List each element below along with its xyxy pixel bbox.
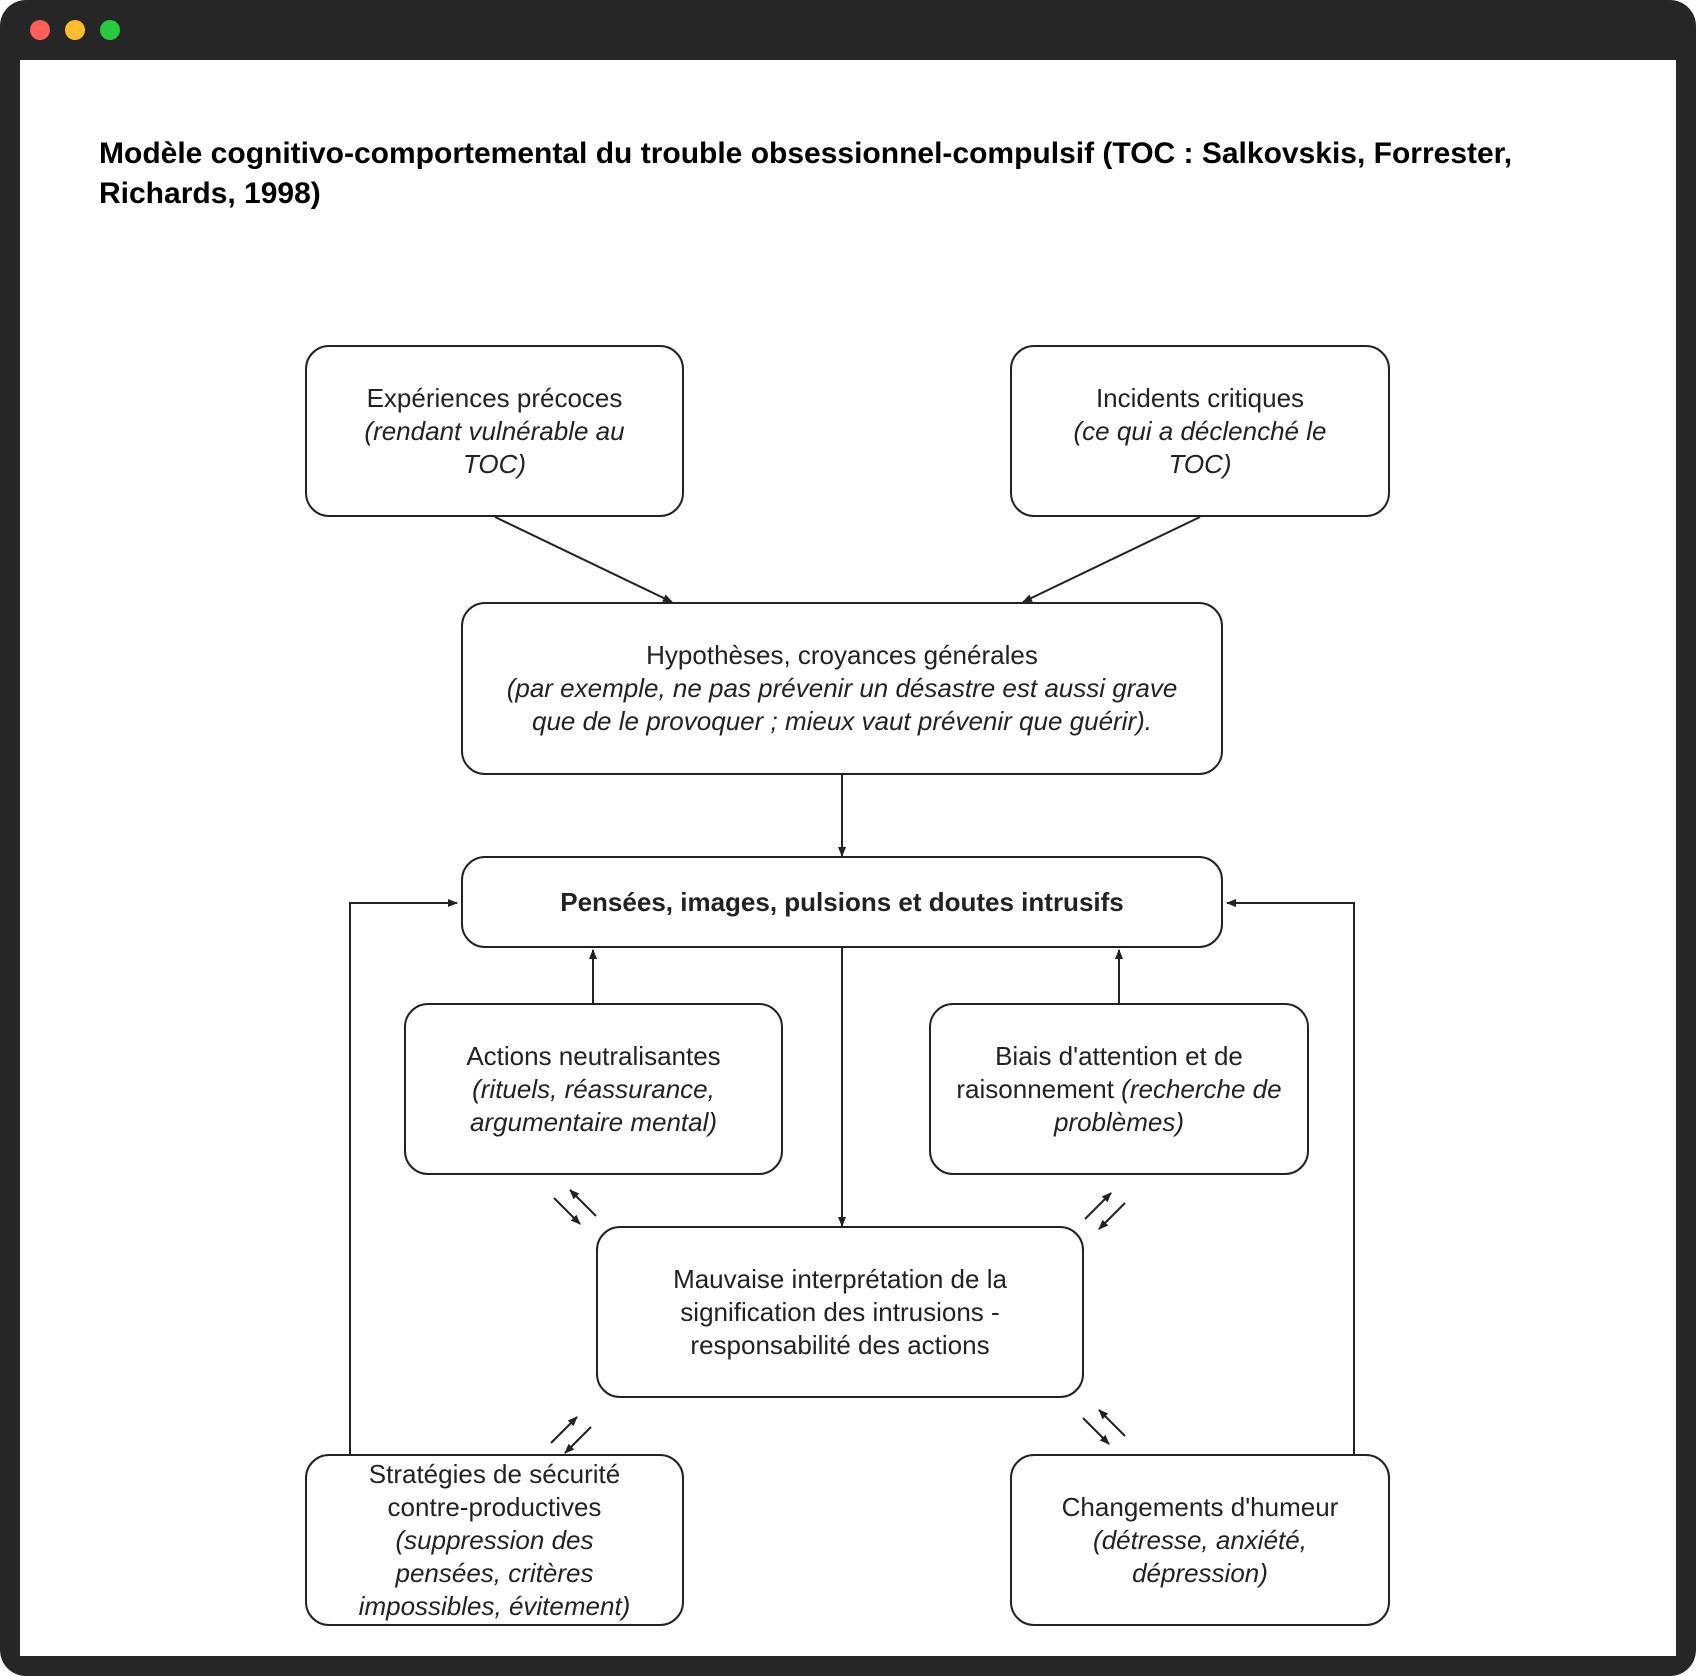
- edge-mauvaise-strategies-bidirectional: [550, 1416, 592, 1454]
- minimize-window-button[interactable]: [65, 20, 85, 40]
- node-changements-label: Changements d'humeur: [1061, 1491, 1339, 1522]
- document-content: Modèle cognitivo-comportemental du troub…: [20, 60, 1676, 1656]
- node-actions-label: Actions neutralisantes: [466, 1040, 721, 1071]
- node-actions-neutralisantes: Actions neutralisantes (rituels, réassur…: [404, 1003, 783, 1175]
- edge-strategies-to-pensees: [349, 899, 458, 1454]
- node-strategies-label: Stratégies de sécurité contre-productive…: [368, 1458, 621, 1522]
- node-experiences-detail: (rendant vulnérable au TOC): [364, 415, 625, 479]
- node-changements-humeur: Changements d'humeur (détresse, anxiété,…: [1010, 1454, 1390, 1626]
- node-strategies-securite: Stratégies de sécurité contre-productive…: [305, 1454, 684, 1626]
- node-incidents-critiques: Incidents critiques (ce qui a déclenché …: [1010, 345, 1390, 517]
- node-mauvaise-label: Mauvaise interprétation de la significat…: [673, 1263, 1007, 1360]
- node-pensees-intrusives: Pensées, images, pulsions et doutes intr…: [461, 856, 1223, 948]
- window-titlebar: [0, 0, 1696, 60]
- node-experiences-precoces: Expériences précoces (rendant vulnérable…: [305, 345, 684, 517]
- node-biais-detail: (recherche de problèmes): [1053, 1073, 1282, 1137]
- node-actions-detail: (rituels, réassurance, argumentaire ment…: [469, 1073, 718, 1137]
- node-hypotheses-detail: (par exemple, ne pas prévenir un désastr…: [506, 673, 1178, 736]
- node-biais-label: Biais d'attention et de raisonnement: [956, 1040, 1243, 1104]
- ocd-model-diagram: Expériences précoces (rendant vulnérable…: [20, 60, 1676, 1656]
- edge-mauvaise-changements-bidirectional: [1082, 1409, 1126, 1445]
- edge-incidents-to-hypotheses: [1022, 516, 1201, 603]
- node-hypotheses-label: Hypothèses, croyances générales: [646, 640, 1038, 670]
- node-biais-attention: Biais d'attention et de raisonnement (re…: [929, 1003, 1309, 1175]
- node-pensees-label: Pensées, images, pulsions et doutes intr…: [560, 886, 1124, 917]
- node-changements-detail: (détresse, anxiété, dépression): [1093, 1524, 1307, 1588]
- edge-changements-to-pensees: [1226, 899, 1355, 1454]
- node-incidents-detail: (ce qui a déclenché le TOC): [1073, 415, 1327, 479]
- close-window-button[interactable]: [30, 20, 50, 40]
- edge-actions-mauvaise-bidirectional: [553, 1189, 597, 1225]
- edge-biais-mauvaise-bidirectional: [1084, 1192, 1126, 1230]
- maximize-window-button[interactable]: [100, 20, 120, 40]
- node-mauvaise-interpretation: Mauvaise interprétation de la significat…: [596, 1226, 1084, 1398]
- diagram-title: Modèle cognitivo-comportemental du troub…: [99, 137, 1513, 210]
- diagram-edges: [349, 516, 1355, 1454]
- node-incidents-label: Incidents critiques: [1095, 382, 1305, 413]
- node-experiences-label: Expériences précoces: [366, 382, 623, 413]
- edge-experiences-to-hypotheses: [494, 516, 673, 603]
- node-hypotheses-croyances: Hypothèses, croyances générales (par exe…: [461, 602, 1223, 775]
- node-strategies-detail: (suppression des pensées, critères impos…: [358, 1524, 631, 1621]
